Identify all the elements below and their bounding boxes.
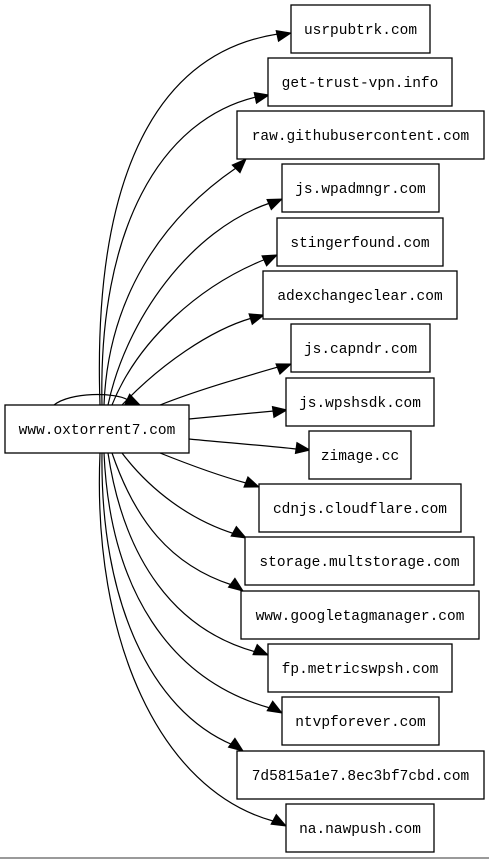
target-node-label: ntvpforever.com xyxy=(295,715,426,731)
edge-line xyxy=(121,452,236,535)
edge-line xyxy=(107,202,271,406)
arrowhead xyxy=(231,158,247,174)
edge-0 xyxy=(98,29,293,406)
arrowhead xyxy=(275,29,293,43)
arrowhead xyxy=(275,363,293,376)
edges-layer xyxy=(53,29,312,827)
target-node-label: storage.multstorage.com xyxy=(259,555,459,571)
target-node-label: stingerfound.com xyxy=(290,236,429,252)
arrowhead xyxy=(270,813,288,827)
target-node-label: 7d5815a1e7.8ec3bf7cbd.com xyxy=(252,769,470,785)
target-node-15[interactable]: na.nawpush.com xyxy=(285,803,435,853)
edge-line xyxy=(107,452,257,653)
target-node-label: adexchangeclear.com xyxy=(277,289,442,305)
edge-2 xyxy=(103,158,247,406)
target-node-3[interactable]: js.wpadmngr.com xyxy=(281,163,440,213)
arrowhead xyxy=(243,475,261,488)
target-node-label: cdnjs.cloudflare.com xyxy=(273,502,447,518)
edge-line xyxy=(188,438,297,450)
arrowhead xyxy=(248,313,266,326)
arrowhead xyxy=(261,254,279,267)
target-node-8[interactable]: zimage.cc xyxy=(308,430,412,480)
target-node-2[interactable]: raw.githubusercontent.com xyxy=(236,110,485,160)
target-node-5[interactable]: adexchangeclear.com xyxy=(262,270,458,320)
target-node-label: na.nawpush.com xyxy=(299,822,421,838)
target-node-13[interactable]: ntvpforever.com xyxy=(281,696,440,746)
arrowhead xyxy=(271,405,289,419)
target-node-12[interactable]: fp.metricswpsh.com xyxy=(267,643,453,693)
target-node-9[interactable]: cdnjs.cloudflare.com xyxy=(258,483,462,533)
edge-line xyxy=(53,393,129,406)
arrowhead xyxy=(294,441,312,455)
target-node-label: www.googletagmanager.com xyxy=(256,609,465,625)
arrowhead xyxy=(266,198,284,211)
edge-15 xyxy=(98,452,288,827)
arrowhead xyxy=(227,577,245,592)
target-node-label: js.wpadmngr.com xyxy=(295,182,426,198)
edge-6 xyxy=(159,363,293,406)
edge-line xyxy=(103,452,271,709)
edge-line xyxy=(101,96,257,406)
edge-line xyxy=(111,452,233,586)
target-node-4[interactable]: stingerfound.com xyxy=(276,217,444,267)
arrowhead xyxy=(253,91,271,105)
edge-line xyxy=(98,452,274,822)
target-node-1[interactable]: get-trust-vpn.info xyxy=(267,57,453,107)
target-node-6[interactable]: js.capndr.com xyxy=(290,323,431,373)
target-node-label: fp.metricswpsh.com xyxy=(282,662,439,678)
target-node-label: zimage.cc xyxy=(321,449,399,465)
target-node-14[interactable]: 7d5815a1e7.8ec3bf7cbd.com xyxy=(236,750,485,800)
edge-9 xyxy=(159,452,261,488)
arrowhead xyxy=(227,737,245,752)
edge-4 xyxy=(111,254,279,406)
source-node-label: www.oxtorrent7.com xyxy=(19,423,176,439)
edge-14 xyxy=(101,452,245,752)
edge-8 xyxy=(188,438,312,455)
edge-line xyxy=(121,317,253,406)
edge-line xyxy=(103,167,237,406)
target-node-label: js.capndr.com xyxy=(304,342,417,358)
edge-12 xyxy=(107,452,270,656)
target-node-label: usrpubtrk.com xyxy=(304,23,417,39)
arrowhead xyxy=(230,525,248,539)
edge-5 xyxy=(121,313,266,406)
arrowhead xyxy=(124,393,142,406)
target-node-label: js.wpshsdk.com xyxy=(299,396,421,412)
target-node-label: get-trust-vpn.info xyxy=(282,76,439,92)
target-node-7[interactable]: js.wpshsdk.com xyxy=(285,377,435,427)
edge-line xyxy=(98,33,279,406)
edge-line xyxy=(101,452,234,746)
arrowhead xyxy=(252,643,270,656)
edge-7 xyxy=(188,405,289,420)
edge-3 xyxy=(107,198,284,406)
target-node-10[interactable]: storage.multstorage.com xyxy=(244,536,475,586)
self-loop-edge xyxy=(53,393,142,406)
edge-1 xyxy=(101,91,271,406)
source-node[interactable]: www.oxtorrent7.com xyxy=(4,404,190,454)
arrowhead xyxy=(266,700,284,714)
target-node-0[interactable]: usrpubtrk.com xyxy=(290,4,431,54)
edge-10 xyxy=(121,452,248,539)
edge-line xyxy=(159,366,279,406)
target-node-label: raw.githubusercontent.com xyxy=(252,129,470,145)
edge-13 xyxy=(103,452,284,714)
edge-line xyxy=(111,258,267,406)
nodes-layer: www.oxtorrent7.com usrpubtrk.com get-trus… xyxy=(4,4,485,853)
target-node-11[interactable]: www.googletagmanager.com xyxy=(240,590,480,640)
edge-line xyxy=(159,452,247,484)
edge-11 xyxy=(111,452,245,592)
edge-line xyxy=(188,410,275,420)
window-bottom-border xyxy=(0,857,489,859)
